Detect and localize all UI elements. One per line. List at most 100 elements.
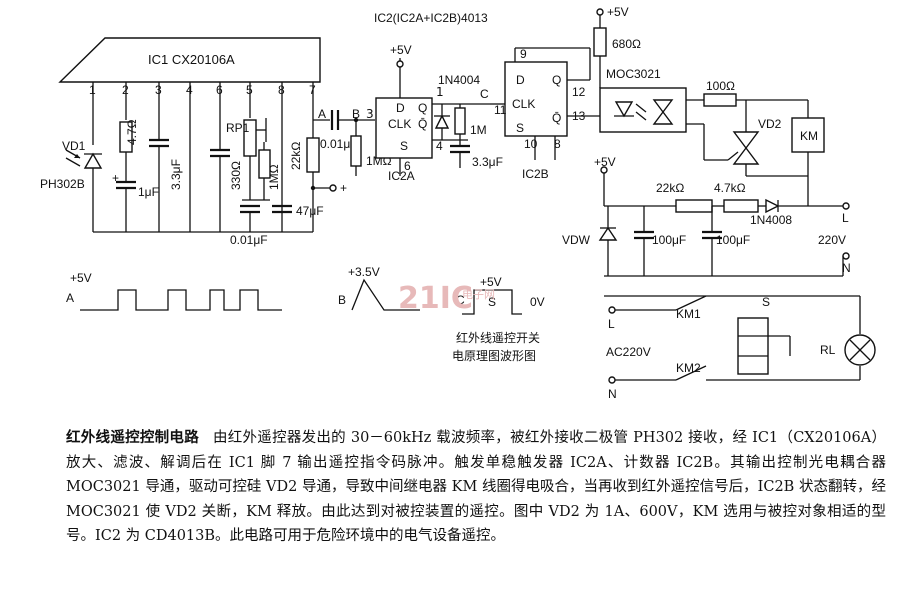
ic2a-q: Q [418,101,427,115]
vcc-ic2a: +5V [390,43,412,57]
wave-a-label: A [66,291,74,305]
r47k-label: 4.7kΩ [714,181,746,195]
caption-line1: 红外线遥控开关 [456,330,540,345]
km-label: KM [800,129,818,143]
vd2-label: VD2 [758,117,782,131]
c100a-label: 100μF [652,233,686,247]
ic2b-label: IC2B [522,167,549,181]
caption-line2: 电原理图波形图 [452,349,536,363]
node-b: B [352,107,360,121]
watermark-logo: 21IC [398,281,473,316]
c-1uf-plus: + [112,171,119,185]
waveform-c [462,289,522,315]
circuit-description: 红外线遥控控制电路由红外遥控器发出的 30－60kHz 载波频率，被红外接收二极… [66,426,886,549]
r-4-7ohm-label: 4.7Ω [125,119,139,145]
c47-label: 47μF [296,204,324,218]
svg-text:8: 8 [278,83,285,97]
watermark-sub: 电子网 [462,288,495,301]
ic2a-clk: CLK [388,117,411,131]
node-c: C [480,87,489,101]
terminal-n [842,252,850,260]
svg-text:8: 8 [554,137,561,151]
ic2b-clk: CLK [512,97,535,111]
terminal-n2 [608,376,616,384]
km1-label: KM1 [676,307,701,321]
switch-s [737,317,769,375]
label-l: L [842,211,849,225]
vcc-terminal-moc [596,8,604,16]
wave-b-label: B [338,293,346,307]
ic2b-flipflop [504,61,568,137]
label-l2: L [608,317,615,331]
r-22k [306,137,320,173]
r1m-label: 1MΩ [267,164,281,190]
svg-text:6: 6 [216,83,223,97]
ic2b-qbar: Q̄ [552,111,561,125]
r-680 [593,27,607,57]
d-1n4004 [434,114,450,129]
terminal-l [842,202,850,210]
ic2a-qbar: Q̄ [418,117,427,131]
rl-label: RL [820,343,836,357]
ic1-package [58,37,321,83]
description-title: 红外线遥控控制电路 [66,430,199,446]
svg-text:12: 12 [572,85,586,99]
r330-label: 330Ω [229,161,243,190]
svg-text:11: 11 [494,103,507,117]
r-1mohm-b [350,135,362,167]
label-n2: N [608,387,617,401]
vdw-zener [598,226,618,241]
ic2b-s: S [516,121,524,135]
svg-text:7: 7 [309,83,316,97]
ic1-pins [92,82,314,232]
wave-c-voltage: +5V [480,275,502,289]
ph302b-label: PH302B [40,177,85,191]
ic2a-flipflop [375,97,433,159]
r680-label: 680Ω [612,37,641,51]
svg-text:5: 5 [246,83,253,97]
ic1-label: IC1 CX20106A [148,52,235,67]
c001-label: 0.01μF [230,233,268,247]
c001b-label: 0.01μF [320,137,358,151]
r22k-label: 22kΩ [289,142,303,170]
r-1m-c [454,107,466,135]
svg-text:9: 9 [520,47,527,61]
vcc-terminal-ic1 [329,184,337,192]
c33b-label: 3.3μF [472,155,503,169]
ic2a-label: IC2A [388,169,415,183]
c-1uf-label: 1μF [138,185,159,199]
switch-s-label: S [762,295,770,309]
ic2a-d: D [396,101,405,115]
ic2a-s: S [400,139,408,153]
r100-label: 100Ω [706,79,735,93]
svg-text:3: 3 [366,107,374,121]
vd1-photodiode [65,149,103,232]
rp1-label: RP1 [226,121,250,135]
wave-c-s: S [488,295,496,309]
km2-contact [675,365,707,381]
label-ac220: AC220V [606,345,651,359]
svg-text:1: 1 [89,83,96,97]
svg-text:4: 4 [436,139,443,153]
d1n4004-label: 1N4004 [438,73,480,87]
vdw-label: VDW [562,233,591,247]
wave-a-voltage: +5V [70,271,92,285]
r-100 [703,93,737,107]
vcc-terminal-ic2a [396,60,404,68]
d1n4008-label: 1N4008 [750,213,792,227]
description-body: 由红外遥控器发出的 30－60kHz 载波频率，被红外接收二极管 PH302 接… [66,430,887,544]
label-n: N [842,261,851,275]
svg-text:10: 10 [524,137,538,151]
wave-c-label: C [456,293,465,307]
svg-text:4: 4 [186,83,193,97]
ic2b-q: Q [552,73,561,87]
r22k2-label: 22kΩ [656,181,684,195]
r1mc-label: 1M [470,123,487,137]
wave-c-zero: 0V [530,295,545,309]
vcc-moc: +5V [607,5,629,19]
vd2-triac [732,131,760,150]
waveform-b [351,278,420,311]
ic1-plus: + [340,181,347,195]
vd1-label: VD1 [62,139,86,153]
svg-text:2: 2 [122,83,129,97]
